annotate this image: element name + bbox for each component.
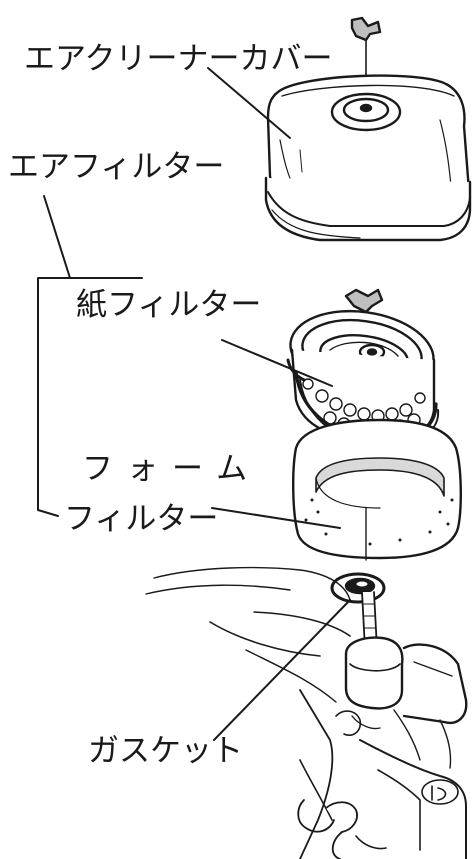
gasket [330,572,386,604]
leader-air-filter [43,195,71,279]
leader-lines [37,67,351,741]
label-foam-filter-line2: フィルター [64,501,219,537]
leader-air-filter-bracket [37,277,143,517]
leader-cover [207,67,291,139]
leader-foam-filter [211,507,341,529]
foam-filter [292,418,462,561]
leader-gasket [213,599,351,741]
leader-paper-filter [221,339,333,387]
air-cleaner-cover [264,74,472,242]
label-gasket: ガスケット [88,733,243,769]
label-paper-filter: 紙フィルター [76,287,262,323]
label-air-cleaner-cover: エアクリーナーカバー [24,41,333,77]
label-air-filter: エアフィルター [8,149,225,185]
label-foam-filter-line1: フォーム [82,451,262,487]
engine-base [145,566,468,859]
